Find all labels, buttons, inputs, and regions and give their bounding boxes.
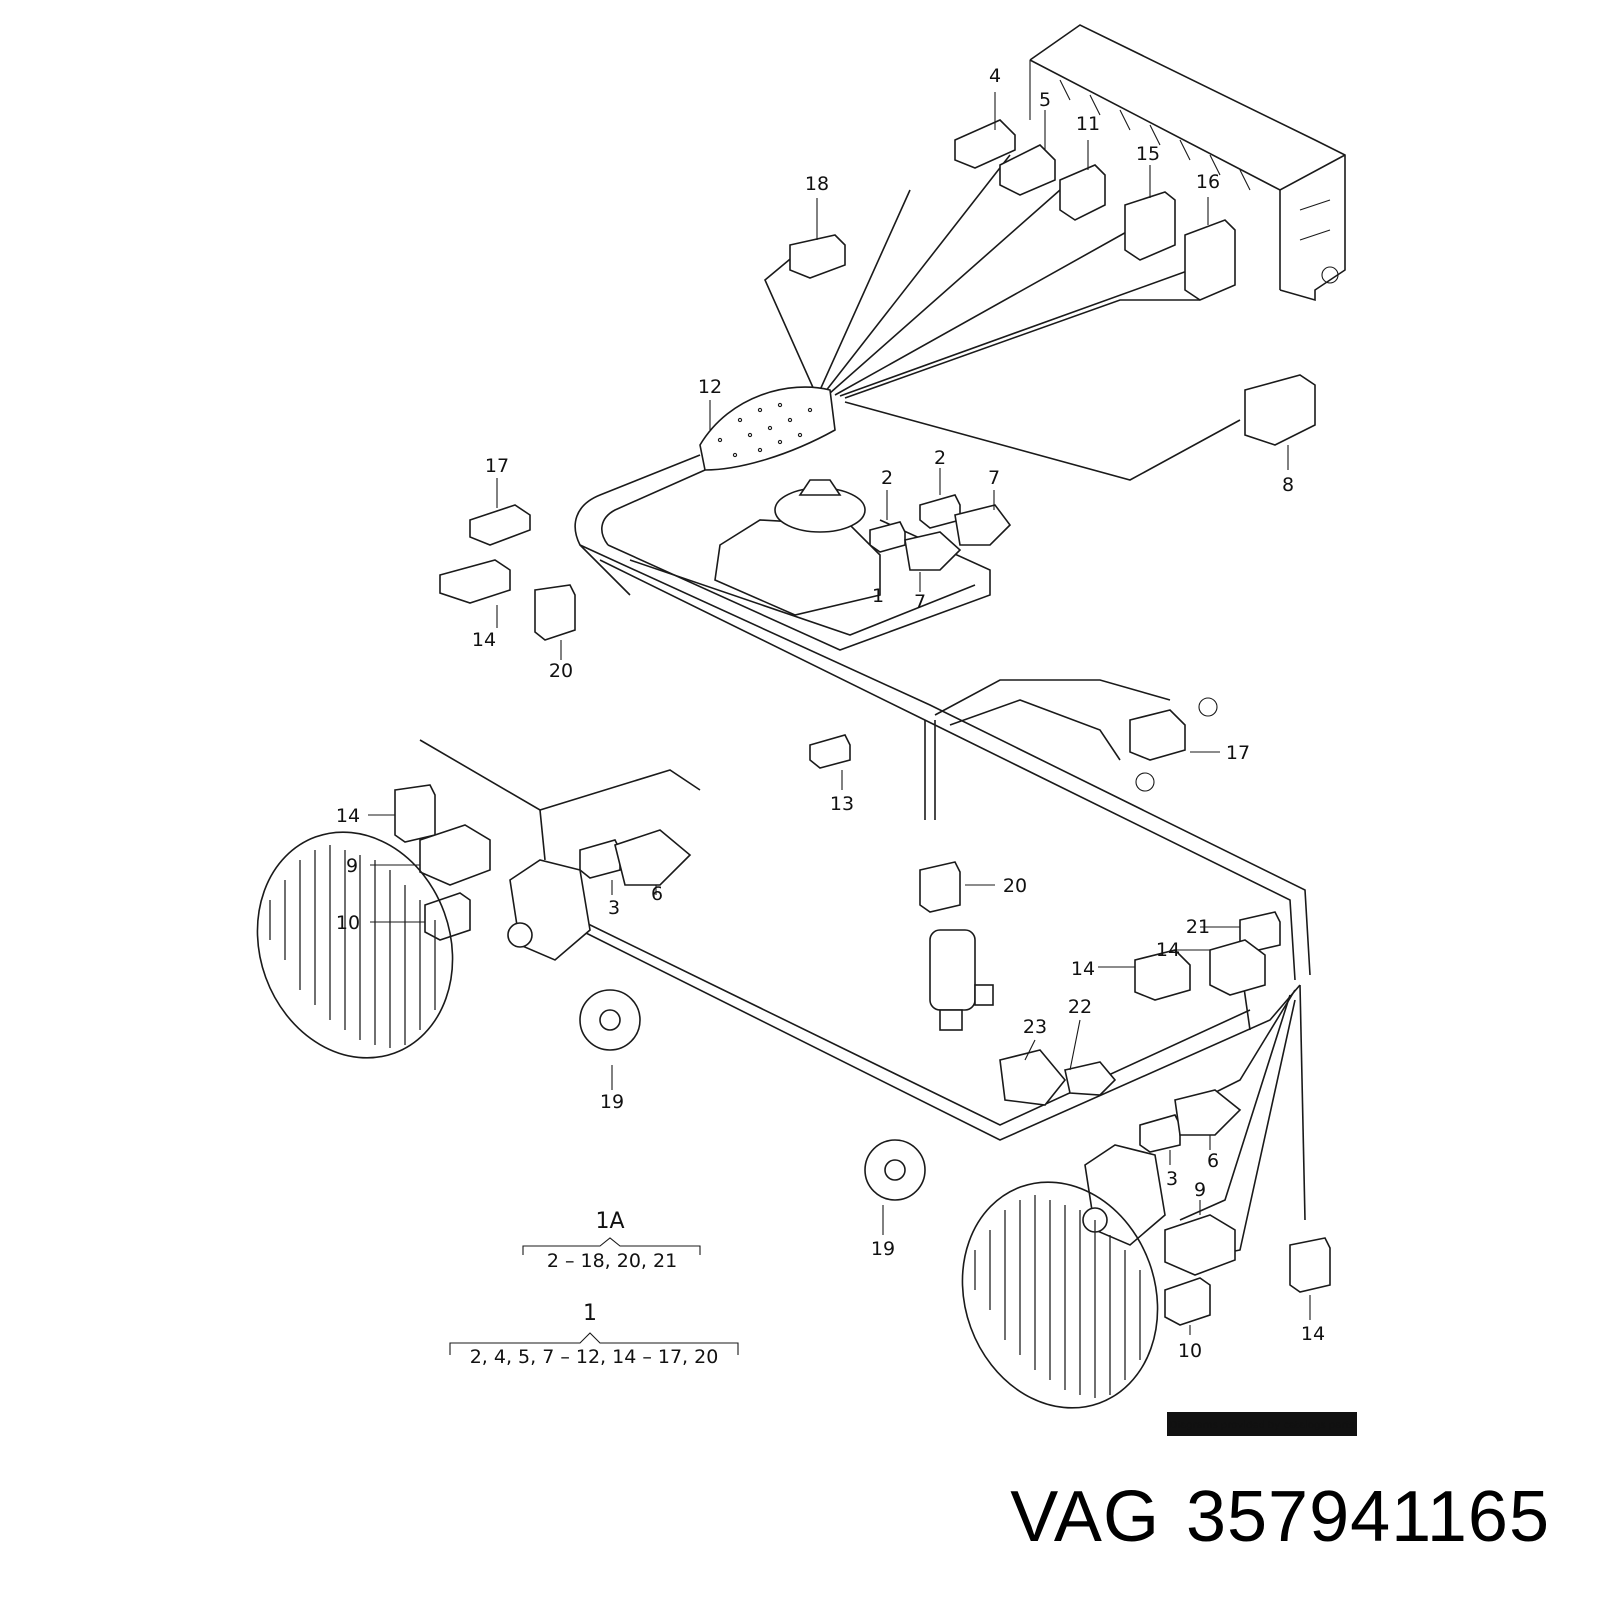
group-1-title: 1 [583,1301,597,1326]
connectors [394,119,1331,1326]
group-1: 1 2, 4, 5, 7 – 12, 14 – 17, 20 [449,1301,739,1368]
callout-19-right: 19 [871,1238,895,1260]
main-harness [419,154,1311,1261]
group-1a-title: 1A [595,1209,624,1234]
watermark-badge: Diagrams provided by catalogs parts [1167,1412,1357,1436]
callout-23: 23 [1023,1016,1047,1038]
callout-22: 22 [1068,996,1092,1018]
callout-8: 8 [1282,474,1294,496]
callout-14-left-top: 14 [472,629,496,651]
callout-5: 5 [1039,89,1051,111]
callout-9-right: 9 [1194,1179,1206,1201]
leader-lines [368,92,1311,1335]
callout-7-upper: 7 [988,467,1000,489]
callout-6-left: 6 [651,883,663,905]
callout-14-mid: 14 [1156,939,1180,961]
callout-14-right-b: 14 [1301,1323,1325,1345]
callout-20-right: 20 [1003,875,1027,897]
callout-21: 21 [1186,916,1210,938]
brand-maker: VAG [1010,1477,1160,1557]
callout-3-right: 3 [1166,1168,1178,1190]
callout-11: 11 [1076,113,1100,135]
group-1a-range: 2 – 18, 20, 21 [547,1250,677,1272]
control-unit [1029,24,1346,302]
callout-10-left: 10 [336,912,360,934]
callout-14-left: 14 [336,805,360,827]
callout-13: 13 [830,793,854,815]
callout-6-right: 6 [1207,1150,1219,1172]
part-number: 357941165 [1185,1477,1550,1557]
callout-labels: 4 5 11 15 16 18 12 8 17 2 2 7 7 1 14 20 … [336,65,1325,1362]
callout-12: 12 [698,376,722,398]
callout-4: 4 [989,65,1001,87]
group-1-range: 2, 4, 5, 7 – 12, 14 – 17, 20 [470,1346,719,1368]
callout-2-upper: 2 [934,447,946,469]
callout-14-right-a: 14 [1071,958,1095,980]
callout-7-lower: 7 [914,591,926,613]
callout-17-left: 17 [485,455,509,477]
callout-15: 15 [1136,143,1160,165]
callout-20-left: 20 [549,660,573,682]
group-1a: 1A 2 – 18, 20, 21 [522,1209,701,1272]
callout-3-left: 3 [608,897,620,919]
brand-part-number: VAG 357941165 [1010,1476,1550,1558]
callout-10-right: 10 [1178,1340,1202,1362]
callout-9-left: 9 [346,855,358,877]
headlight-right [961,1181,1159,1409]
watermark-text: Diagrams provided by catalogs parts [1170,1420,1355,1431]
headlight-left [256,831,454,1059]
callout-1-reservoir: 1 [872,585,884,607]
callout-16: 16 [1196,171,1220,193]
callout-18: 18 [805,173,829,195]
callout-2-lower: 2 [881,467,893,489]
callout-17-right: 17 [1226,742,1250,764]
callout-19-left: 19 [600,1091,624,1113]
